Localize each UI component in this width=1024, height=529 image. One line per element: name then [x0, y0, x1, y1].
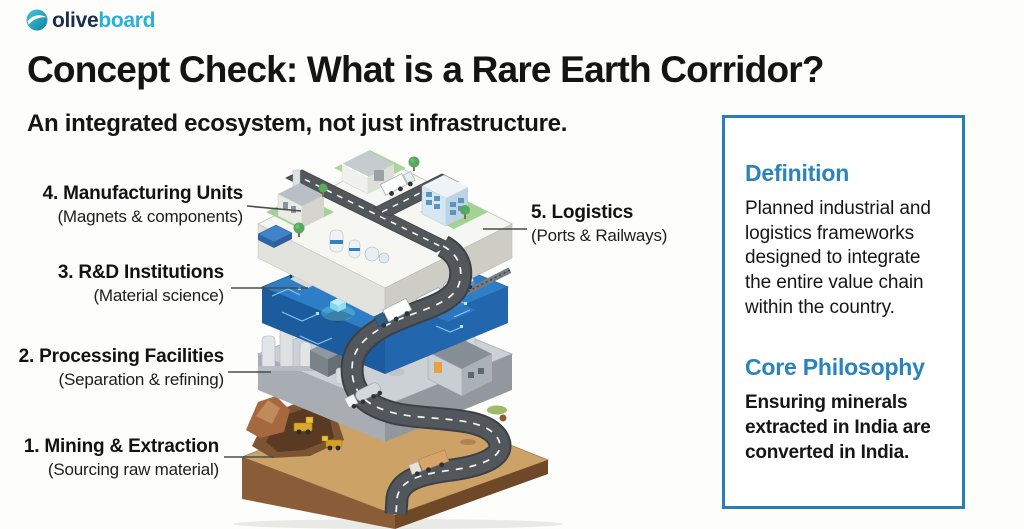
label-title: 5. Logistics: [531, 202, 634, 223]
logo-text-olive: olive: [52, 8, 99, 32]
label-title: 1. Mining & Extraction: [23, 436, 219, 457]
label-logistics: 5. Logistics (Ports & Railways): [531, 202, 667, 245]
warehouse-icon: [341, 151, 394, 195]
definition-heading: Definition: [745, 160, 850, 186]
freight-truck-icon: [408, 449, 450, 477]
cargo-truck-icon: [373, 297, 413, 328]
label-mining-extraction: 1. Mining & Extraction (Sourcing raw mat…: [24, 436, 219, 479]
core-philosophy-heading: Core Philosophy: [745, 354, 925, 381]
page-subtitle: An integrated ecosystem, not just infras…: [27, 110, 568, 137]
corridor-road: [340, 235, 512, 515]
label-subtitle: (Magnets & components): [57, 206, 243, 226]
definition-text: Planned industrial and logistics framewo…: [745, 198, 931, 318]
info-panel: Definition Planned industrial and logist…: [722, 115, 965, 509]
label-subtitle: (Ports & Railways): [531, 225, 668, 245]
label-subtitle: (Separation & refining): [58, 369, 225, 389]
oliveboard-circle-icon: [25, 8, 49, 32]
logo-text-board: board: [98, 8, 156, 32]
label-subtitle: (Material science): [93, 285, 224, 305]
core-philosophy-text: Ensuring minerals extracted in India are…: [745, 392, 931, 463]
tanker-truck-icon: [344, 382, 383, 409]
layer-manufacturing-slab: [257, 150, 513, 323]
silo-icons: [329, 229, 390, 264]
label-title: 4. Manufacturing Units: [42, 183, 244, 204]
page-title: Concept Check: What is a Rare Earth Corr…: [27, 49, 824, 90]
label-title: 2. Processing Facilities: [18, 346, 225, 367]
label-title: 3. R&D Institutions: [57, 262, 224, 283]
label-rnd-institutions: 3. R&D Institutions (Material science): [58, 262, 224, 305]
label-manufacturing-units: 4. Manufacturing Units (Magnets & compon…: [42, 183, 244, 226]
tree-icons: [293, 156, 470, 237]
label-processing-facilities: 2. Processing Facilities (Separation & r…: [18, 346, 225, 389]
label-subtitle: (Sourcing raw material): [47, 459, 219, 479]
container-icon: [257, 224, 293, 248]
oliveboard-logo: oliveboard: [25, 8, 156, 32]
delivery-truck-icon: [379, 170, 416, 196]
label-leader-lines: [224, 205, 527, 458]
mining-truck-icon: [293, 416, 314, 435]
mining-truck-icon: [321, 435, 343, 451]
office-building-icon: [421, 175, 468, 227]
